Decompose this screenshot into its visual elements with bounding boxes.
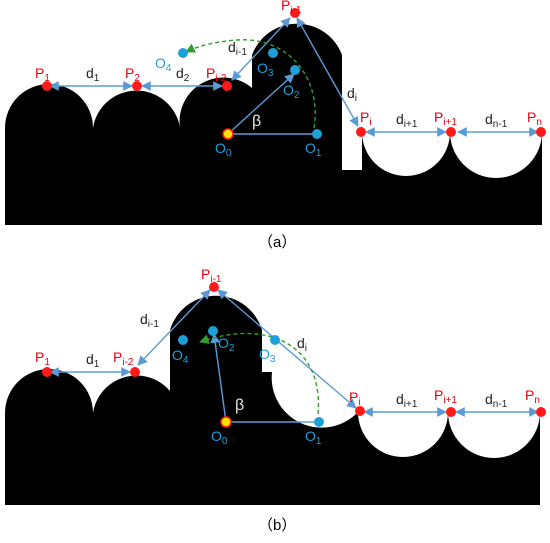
panel-b: P1 Pi-2 Pi-1 Pi Pi+1 Pn d1 di-1 di di+1 … [5, 266, 546, 534]
caption-b: （b） [258, 517, 296, 534]
label-o4-a: O4 [155, 55, 172, 74]
label-di-b: di [297, 335, 307, 354]
label-pi-a: Pi [360, 109, 372, 128]
label-d1-b: d1 [86, 351, 100, 370]
center-o4-b [178, 335, 188, 345]
point-pim2-b [130, 367, 140, 377]
vector-o0-o2-a [227, 73, 295, 135]
point-pip1-b [446, 407, 456, 417]
point-pi-a [356, 127, 366, 137]
label-pim1-b: Pi-1 [201, 266, 222, 285]
label-pn-b: Pn [525, 387, 540, 406]
label-pim1-a: Pi-1 [281, 0, 302, 16]
label-dnm1-b: dn-1 [485, 391, 508, 410]
label-pn-a: Pn [527, 109, 542, 128]
dim1-arrow-b [137, 289, 211, 366]
point-p2-a [132, 81, 142, 91]
origin-o0-b [220, 416, 232, 428]
point-p1-b [42, 367, 52, 377]
point-pim1-a [290, 8, 300, 18]
label-pim2-a: Pi-2 [206, 65, 227, 84]
panel-a: P1 P2 Pi-2 Pi-1 Pi Pi+1 Pn d1 d2 di-1 di… [5, 0, 546, 251]
center-o2-b [208, 326, 218, 336]
point-p1-a [42, 81, 52, 91]
label-pip1-b: Pi+1 [434, 387, 457, 406]
label-d2-a: d2 [176, 65, 190, 84]
di-arrow-a [296, 17, 359, 127]
label-o1-a: O1 [305, 140, 322, 159]
label-o3-a: O3 [257, 60, 274, 79]
label-o0-b: O0 [211, 428, 228, 447]
label-o3-b: O3 [259, 346, 276, 365]
center-o1-b [314, 417, 324, 427]
label-dnm1-a: dn-1 [485, 111, 508, 130]
origin-o0-a [222, 128, 234, 140]
label-beta-a: β [252, 113, 261, 130]
point-pi-b [355, 406, 365, 416]
center-o2-a [290, 65, 300, 75]
label-o0-a: O0 [215, 140, 232, 159]
label-dip1-b: di+1 [396, 391, 418, 410]
label-o2-a: O2 [283, 82, 300, 101]
surface-profile-b [5, 295, 540, 505]
label-p1-a: P1 [35, 65, 50, 84]
center-o3-b [270, 335, 280, 345]
vector-o0-o2-b [210, 333, 227, 423]
label-d1-a: d1 [86, 65, 100, 84]
point-pip1-a [446, 127, 456, 137]
surface-profile-a [5, 23, 542, 226]
label-dip1-a: di+1 [396, 111, 418, 130]
label-o2-b: O2 [218, 335, 235, 354]
center-o4-a [178, 48, 188, 58]
label-di-a: di [347, 85, 357, 104]
center-o3-a [268, 48, 278, 58]
label-pim2-b: Pi-2 [113, 349, 134, 368]
center-o1-a [312, 129, 322, 139]
point-pn-b [536, 407, 546, 417]
point-pim2-a [222, 81, 232, 91]
point-pim1-b [209, 282, 219, 292]
label-dim1-a: di-1 [228, 39, 247, 58]
rotation-arc-a [185, 39, 316, 129]
label-pip1-a: Pi+1 [434, 109, 457, 128]
label-beta-b: β [235, 397, 244, 414]
rotation-arc-b [199, 332, 320, 415]
dim1-arrow-a [231, 17, 291, 81]
caption-a: （a） [258, 234, 296, 251]
label-o1-b: O1 [305, 428, 322, 447]
label-p1-b: P1 [35, 349, 50, 368]
label-p2-a: P2 [125, 65, 140, 84]
point-pn-a [536, 127, 546, 137]
label-pi-b: Pi [349, 389, 361, 408]
label-o4-b: O4 [172, 347, 189, 366]
label-dim1-b: di-1 [140, 311, 159, 330]
di-arrow-b [217, 289, 357, 409]
